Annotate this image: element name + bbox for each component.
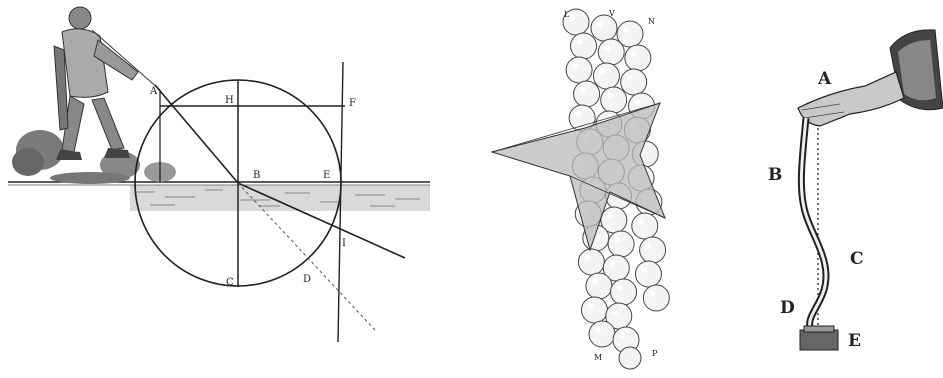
- sphere: [581, 297, 607, 323]
- sphere-highlight: [623, 27, 629, 33]
- sphere-highlight: [614, 237, 620, 243]
- sphere-highlight: [638, 219, 644, 225]
- sphere: [571, 33, 597, 59]
- sphere-highlight: [649, 291, 655, 297]
- label-N: N: [648, 17, 655, 26]
- sphere: [643, 285, 669, 311]
- sphere-highlight: [604, 45, 610, 51]
- label-P: P: [652, 349, 658, 358]
- label-H: H: [225, 95, 234, 106]
- sphere-highlight: [619, 333, 625, 339]
- sphere: [601, 87, 627, 113]
- sphere-highlight: [580, 87, 586, 93]
- weight-block: [800, 330, 838, 350]
- sphere-highlight: [646, 243, 652, 249]
- sphere-highlight: [575, 111, 581, 117]
- label-M: M: [594, 353, 602, 362]
- sphere-highlight: [617, 285, 623, 291]
- ribbon: [801, 118, 826, 334]
- hand-ribbon-svg: A B C D E: [740, 0, 943, 378]
- sphere-highlight: [607, 213, 613, 219]
- bushes: [12, 130, 176, 184]
- sphere: [591, 15, 617, 41]
- sphere: [593, 63, 619, 89]
- label-A: A: [817, 69, 832, 89]
- label-D: D: [780, 298, 795, 318]
- sphere: [621, 69, 647, 95]
- sphere-highlight: [607, 93, 613, 99]
- hand-ribbon-figure: A B C D E: [740, 0, 943, 378]
- sphere-highlight: [612, 309, 618, 315]
- label-V: V: [608, 9, 615, 18]
- sphere: [619, 347, 641, 369]
- label-C: C: [850, 249, 864, 269]
- sphere: [632, 213, 658, 239]
- label-E: E: [848, 331, 861, 351]
- sphere: [566, 57, 592, 83]
- label-E: E: [323, 170, 330, 181]
- water-band: [130, 185, 430, 211]
- sphere-highlight: [572, 63, 578, 69]
- label-F: F: [349, 98, 356, 109]
- sphere-highlight: [569, 15, 575, 21]
- spheres-svg: L V N M P: [470, 0, 690, 378]
- observer-figure: [54, 7, 138, 160]
- sphere: [635, 261, 661, 287]
- sphere-highlight: [599, 69, 605, 75]
- sphere-highlight: [597, 21, 603, 27]
- sphere-highlight: [631, 51, 637, 57]
- sphere-highlight: [587, 303, 593, 309]
- refraction-figure: A H F B E I C D: [0, 0, 440, 378]
- refraction-svg: A H F B E I C D: [0, 0, 440, 378]
- label-C: C: [226, 277, 234, 288]
- label-A: A: [149, 86, 158, 97]
- spheres-figure: L V N M P: [470, 0, 690, 378]
- sphere-highlight: [641, 267, 647, 273]
- sphere-highlight: [627, 75, 633, 81]
- sphere: [586, 273, 612, 299]
- hand: [798, 72, 904, 126]
- label-B: B: [253, 170, 260, 181]
- sphere: [589, 321, 615, 347]
- sphere: [640, 237, 666, 263]
- sphere-highlight: [609, 261, 615, 267]
- label-I: I: [342, 238, 346, 249]
- label-L: L: [564, 10, 570, 19]
- sphere: [611, 279, 637, 305]
- sphere: [578, 249, 604, 275]
- label-B: B: [768, 165, 782, 185]
- sphere: [598, 39, 624, 65]
- sphere: [625, 45, 651, 71]
- label-D: D: [303, 274, 311, 285]
- sphere-highlight: [577, 39, 583, 45]
- sphere-highlight: [635, 99, 641, 105]
- sphere: [574, 81, 600, 107]
- sphere-highlight: [592, 279, 598, 285]
- sphere-highlight: [584, 255, 590, 261]
- sphere: [608, 231, 634, 257]
- sphere-highlight: [595, 327, 601, 333]
